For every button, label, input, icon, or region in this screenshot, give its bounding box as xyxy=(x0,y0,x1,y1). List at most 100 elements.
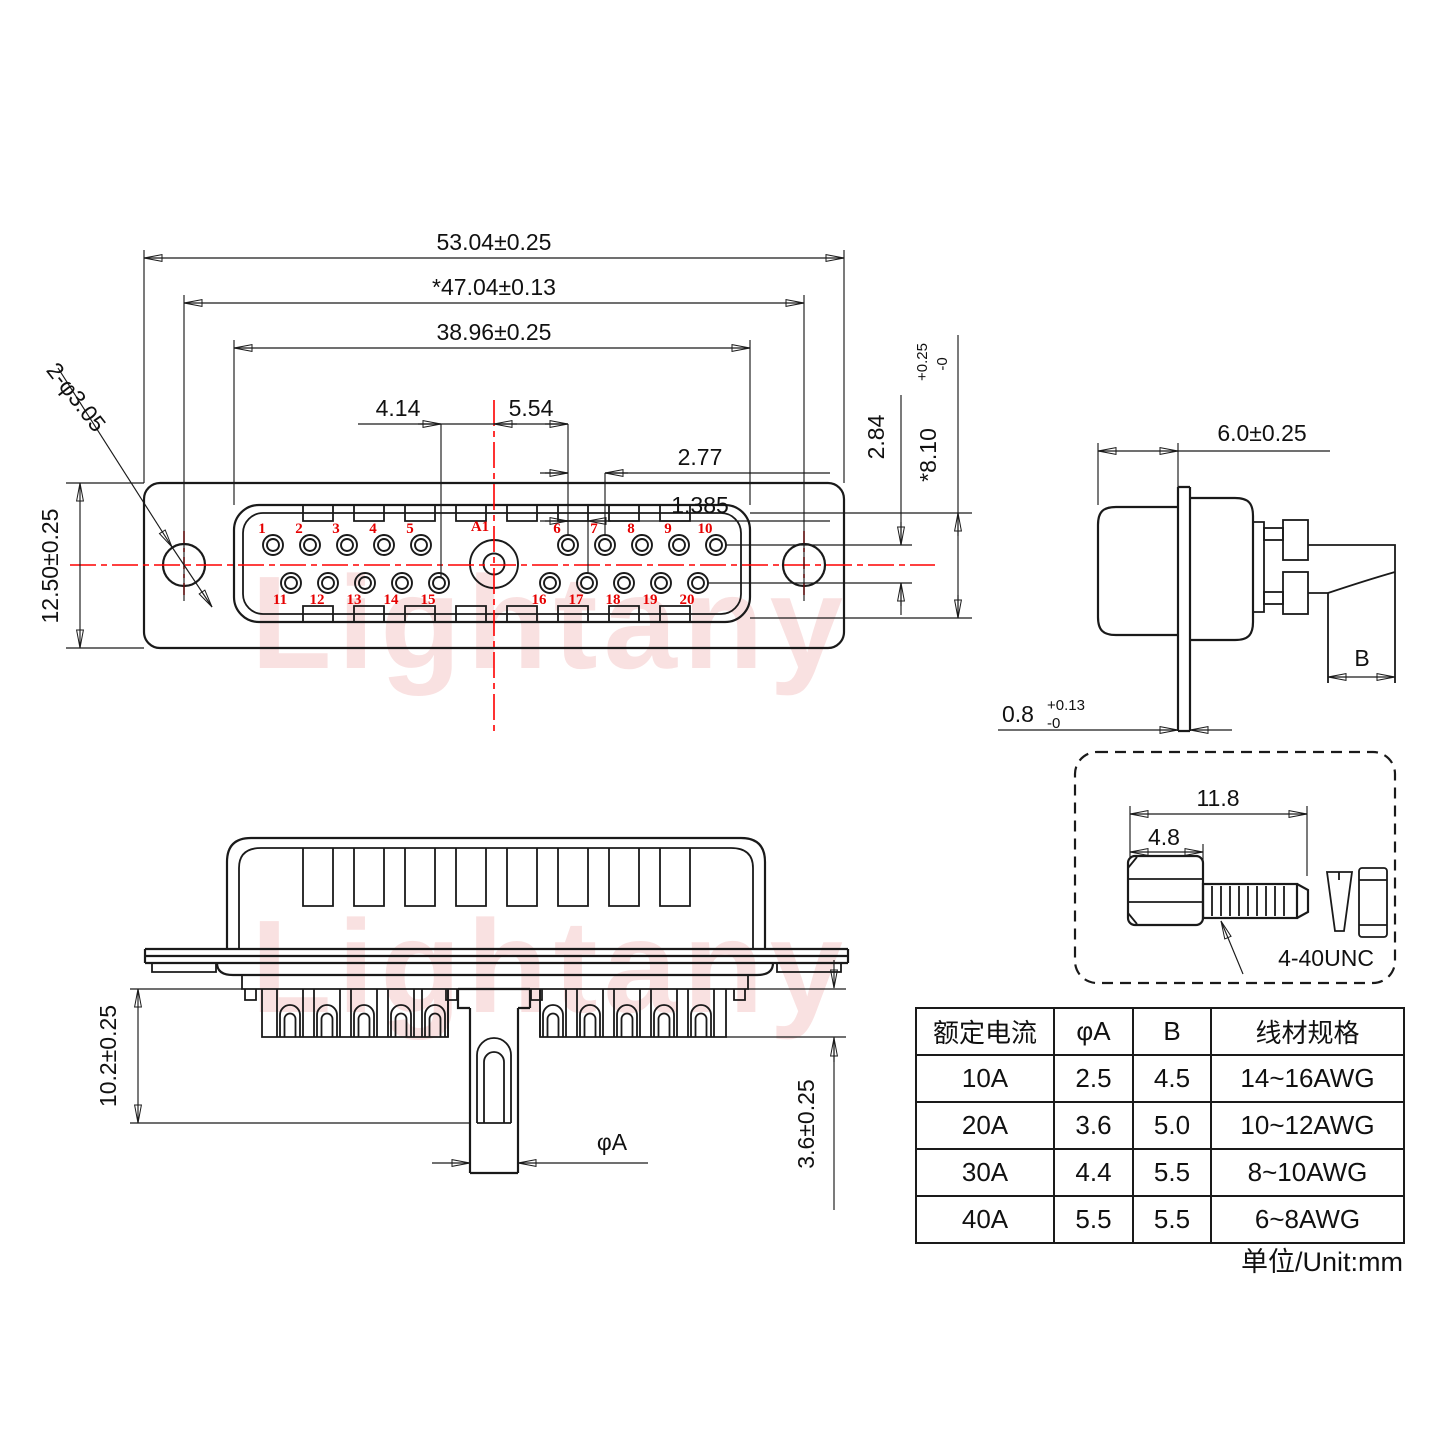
dim-hole-span: *47.04±0.13 xyxy=(432,274,556,300)
flange-edge xyxy=(143,947,850,973)
shell-inner xyxy=(238,847,754,949)
table-cell: 10A xyxy=(915,1054,1055,1103)
pin-label: 7 xyxy=(590,521,598,537)
pin-label: 15 xyxy=(421,592,436,608)
crimp-pin xyxy=(1325,871,1354,932)
screw-detail: 11.8 4.8 4-40UNC xyxy=(1073,750,1397,985)
thread-spec-label: 4-40UNC xyxy=(1278,945,1374,971)
dim-mount-holes: 2-φ3.05 xyxy=(41,357,111,436)
pin-label: 12 xyxy=(310,592,325,608)
pin-label: 18 xyxy=(606,592,621,608)
table-cell: 8~10AWG xyxy=(1210,1148,1405,1197)
flange-plate xyxy=(1176,485,1192,733)
pin-label: 16 xyxy=(532,592,548,608)
dim-insert-height-tol-minus: -0 xyxy=(934,357,951,370)
pin-label: 13 xyxy=(347,592,362,608)
pin-label-a1: A1 xyxy=(471,519,489,535)
dim-insert-width: 38.96±0.25 xyxy=(437,319,552,345)
pin-label: 2 xyxy=(295,521,303,537)
spec-row: 40A 5.5 5.5 6~8AWG xyxy=(915,1195,1405,1244)
pin-label: 5 xyxy=(406,521,414,537)
spec-row: 30A 4.4 5.5 8~10AWG xyxy=(915,1148,1405,1197)
dim-pitch-c: 2.77 xyxy=(678,444,723,470)
pin-label: 8 xyxy=(627,521,635,537)
table-cell: 10~12AWG xyxy=(1210,1101,1405,1150)
watermark-text: Lightany xyxy=(251,893,849,1040)
pin-label: 10 xyxy=(698,521,713,537)
d-insert-inner xyxy=(242,512,742,615)
spec-row: 20A 3.6 5.0 10~12AWG xyxy=(915,1101,1405,1150)
dim-pitch-d: 1.385 xyxy=(671,492,729,518)
extension-lines xyxy=(66,250,972,649)
dim-screw-head-length: 4.8 xyxy=(1148,824,1180,850)
solder-cup-block-right xyxy=(539,989,727,1038)
table-cell: 20A xyxy=(915,1101,1055,1150)
power-pin-rear xyxy=(456,987,532,1175)
contact-pins xyxy=(262,534,727,594)
dim-panel-thickness: 0.8 xyxy=(1002,701,1034,727)
insulator-body xyxy=(215,962,775,977)
header-b: B xyxy=(1132,1007,1212,1056)
dim-insert-height: *8.10 xyxy=(915,428,941,482)
spec-table: 额定电流 φA B 线材规格 10A 2.5 4.5 14~16AWG 20A … xyxy=(915,1007,1405,1244)
pin-label: 11 xyxy=(273,592,287,608)
front-shell-profile xyxy=(1096,505,1178,637)
pin-label: 17 xyxy=(569,592,585,608)
spec-header-row: 额定电流 φA B 线材规格 xyxy=(915,1007,1405,1056)
table-cell: 4.4 xyxy=(1053,1148,1134,1197)
dim-row-spacing: 2.84 xyxy=(863,414,889,459)
header-pin-dia: φA xyxy=(1053,1007,1134,1056)
pin-label: 9 xyxy=(664,521,672,537)
pin-label: 20 xyxy=(680,592,695,608)
dim-panel-tol-minus: -0 xyxy=(1047,715,1060,732)
solder-cups-profile xyxy=(1263,519,1309,615)
dim-cup-height: 3.6±0.25 xyxy=(793,1079,819,1168)
spec-row: 10A 2.5 4.5 14~16AWG xyxy=(915,1054,1405,1103)
table-cell: 5.5 xyxy=(1132,1195,1212,1244)
dim-flange-height: 12.50±0.25 xyxy=(37,509,63,624)
insert-notches xyxy=(302,506,691,621)
pin-label: 6 xyxy=(553,521,561,537)
side-view: 6.0±0.25 0.8 +0.13 -0 B xyxy=(998,420,1396,735)
table-cell: 4.5 xyxy=(1132,1054,1212,1103)
dim-pitch-b: 5.54 xyxy=(509,395,554,421)
rear-view: 10.2±0.25 3.6±0.25 φA xyxy=(95,836,850,1210)
pin-number-labels: 1 2 3 4 5 6 7 8 9 10 A1 11 12 13 14 15 1… xyxy=(258,519,712,608)
table-cell: 2.5 xyxy=(1053,1054,1134,1103)
dim-body-width: 6.0±0.25 xyxy=(1217,420,1306,446)
dim-insert-height-tol-plus: +0.25 xyxy=(914,343,931,381)
dim-screw-total-length: 11.8 xyxy=(1196,785,1239,811)
dim-tail-length: 10.2±0.25 xyxy=(95,1005,121,1107)
shell-outline xyxy=(225,836,767,949)
contact-accessories xyxy=(1325,867,1388,938)
table-cell: 6~8AWG xyxy=(1210,1195,1405,1244)
pin-label: 1 xyxy=(258,521,266,537)
dim-pin-dia: φA xyxy=(597,1129,628,1155)
dim-pitch-a: 4.14 xyxy=(376,395,421,421)
table-cell: 14~16AWG xyxy=(1210,1054,1405,1103)
pin-label: 4 xyxy=(369,521,377,537)
pin-label: 14 xyxy=(384,592,400,608)
table-cell: 40A xyxy=(915,1195,1055,1244)
wire-exit xyxy=(1308,544,1396,683)
pin-label: 19 xyxy=(643,592,658,608)
header-wire-spec: 线材规格 xyxy=(1210,1007,1405,1056)
dim-overall-width: 53.04±0.25 xyxy=(437,229,552,255)
shell-notches xyxy=(302,848,691,907)
dim-cup-depth: B xyxy=(1354,645,1369,671)
insulator-step xyxy=(1253,521,1265,613)
side-dim-lines xyxy=(998,443,1396,735)
solder-cup-block-left xyxy=(261,989,449,1038)
pin-label: 3 xyxy=(332,521,340,537)
dimension-lines xyxy=(57,253,963,649)
header-rated-current: 额定电流 xyxy=(915,1007,1055,1056)
detail-frame xyxy=(1073,750,1397,985)
table-cell: 30A xyxy=(915,1148,1055,1197)
table-cell: 3.6 xyxy=(1053,1101,1134,1150)
table-cell: 5.5 xyxy=(1053,1195,1134,1244)
table-cell: 5.0 xyxy=(1132,1101,1212,1150)
rear-body-profile xyxy=(1190,496,1255,642)
dim-panel-tol-plus: +0.13 xyxy=(1047,697,1085,714)
